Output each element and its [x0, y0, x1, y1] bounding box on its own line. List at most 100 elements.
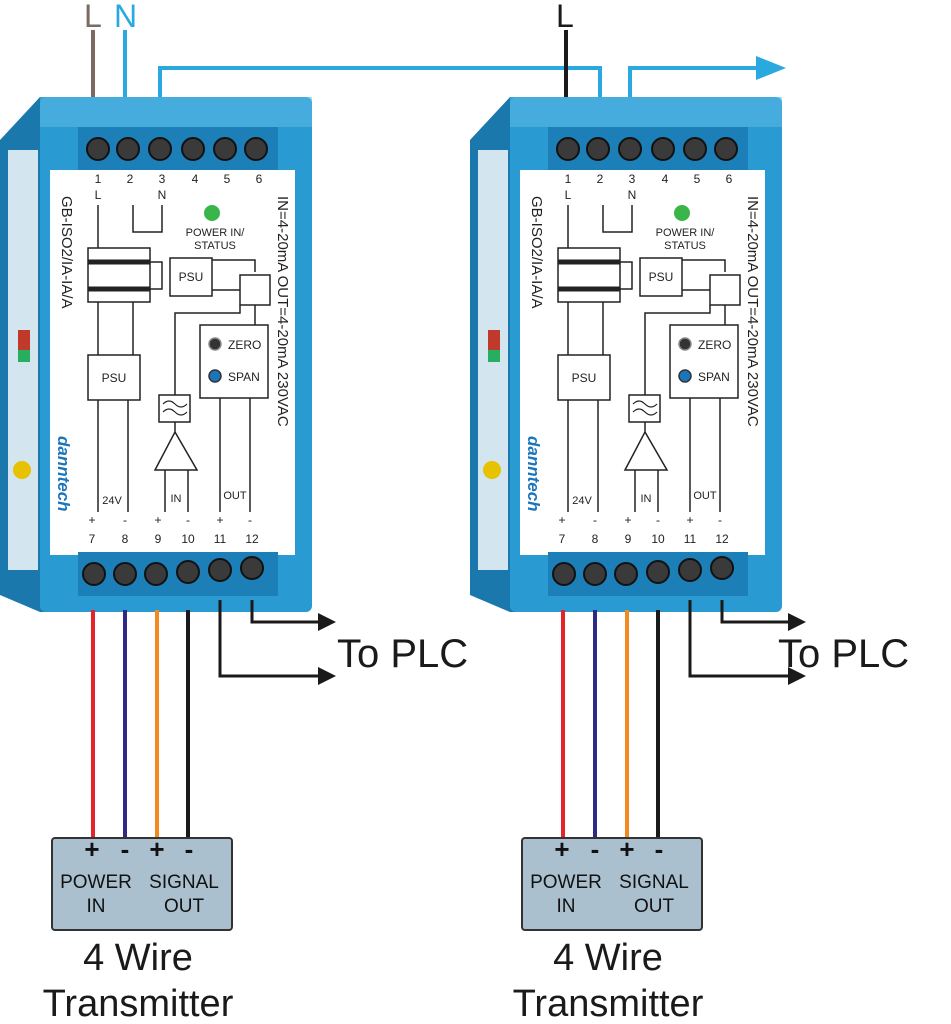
- terminal-mark: -: [123, 513, 127, 527]
- left-live-label: L: [84, 0, 102, 34]
- terminal-screw[interactable]: [556, 137, 580, 161]
- terminal-mark: -: [656, 513, 660, 527]
- terminal-mark: -: [593, 513, 597, 527]
- plc-output-arrowhead-upper: [788, 613, 806, 631]
- transmitter-power-label-2: IN: [87, 896, 106, 917]
- supply-24v-label: 24V: [572, 495, 592, 507]
- terminal-screw[interactable]: [148, 137, 172, 161]
- led-label-line2: STATUS: [664, 240, 706, 252]
- terminal-screw[interactable]: [86, 137, 110, 161]
- span-label: SPAN: [698, 370, 730, 384]
- terminal-mark: L: [95, 188, 102, 202]
- transmitter-power-label-2: IN: [557, 896, 576, 917]
- plc-output-arrowhead-lower: [318, 667, 336, 685]
- terminal-screw[interactable]: [113, 562, 137, 586]
- terminal-screw[interactable]: [710, 556, 734, 580]
- psu-upper-label: PSU: [179, 270, 204, 284]
- side-label-stripe-red: [488, 330, 500, 350]
- terminal-screw[interactable]: [552, 562, 576, 586]
- circuit-schematic: [557, 205, 741, 512]
- terminal-screw[interactable]: [244, 137, 268, 161]
- top-terminal-numbers: 1 2 3 4 5 6 L N: [565, 172, 733, 202]
- plc-output-wire-upper: [250, 600, 325, 624]
- neutral-bridge-wire: [158, 66, 602, 102]
- zero-trim-pot[interactable]: [678, 337, 692, 351]
- bottom-screws: [552, 556, 734, 586]
- psu-upper-label: PSU: [649, 270, 674, 284]
- transmitter-box: [521, 837, 703, 931]
- terminal-screw[interactable]: [586, 137, 610, 161]
- terminal-mark: -: [248, 513, 252, 527]
- led-label-line2: STATUS: [194, 240, 236, 252]
- transmitter-caption-1: 4 Wire: [83, 937, 193, 979]
- terminal-number: 11: [684, 532, 697, 546]
- terminal-screw[interactable]: [683, 137, 707, 161]
- terminal-number: 9: [625, 532, 632, 546]
- housing-top-strip: [40, 97, 312, 127]
- terminal-number: 8: [122, 532, 129, 546]
- terminal-number: 3: [159, 172, 166, 186]
- top-screws: [556, 137, 738, 161]
- terminal-number: 5: [694, 172, 701, 186]
- transmitter-sign: +: [84, 834, 99, 864]
- terminal-screw[interactable]: [208, 558, 232, 582]
- terminal-number: 12: [245, 532, 259, 546]
- label-face: [520, 170, 765, 555]
- in-label: IN: [171, 493, 182, 505]
- terminal-number: 1: [95, 172, 102, 186]
- terminal-mark: -: [718, 513, 722, 527]
- terminal-screw[interactable]: [116, 137, 140, 161]
- terminal-screw[interactable]: [181, 137, 205, 161]
- terminal-number: 7: [89, 532, 96, 546]
- terminal-screw[interactable]: [583, 562, 607, 586]
- terminal-mark: -: [186, 513, 190, 527]
- terminal-screw[interactable]: [82, 562, 106, 586]
- psu-lower-label: PSU: [572, 371, 597, 385]
- terminal-number: 4: [662, 172, 669, 186]
- terminal-screw[interactable]: [646, 560, 670, 584]
- terminal-number: 3: [629, 172, 636, 186]
- left-neutral-label: N: [114, 0, 137, 34]
- terminal-number: 2: [597, 172, 604, 186]
- transmitter-sign: +: [619, 834, 634, 864]
- to-plc-label: To PLC: [337, 632, 468, 676]
- to-plc-label: To PLC: [778, 632, 909, 676]
- terminal-screw[interactable]: [176, 560, 200, 584]
- terminal-number: 10: [651, 532, 665, 546]
- span-label: SPAN: [228, 370, 260, 384]
- zero-label: ZERO: [698, 338, 731, 352]
- terminal-screw[interactable]: [714, 137, 738, 161]
- terminal-screw[interactable]: [618, 137, 642, 161]
- terminal-mark: +: [558, 513, 565, 527]
- plc-output-arrowhead-upper: [318, 613, 336, 631]
- terminal-screw[interactable]: [240, 556, 264, 580]
- terminal-mark: +: [88, 513, 95, 527]
- terminal-number: 11: [214, 532, 227, 546]
- circuit-schematic: [87, 205, 271, 512]
- top-screws: [86, 137, 268, 161]
- span-trim-pot[interactable]: [208, 369, 222, 383]
- zero-trim-pot[interactable]: [208, 337, 222, 351]
- terminal-screw[interactable]: [144, 562, 168, 586]
- supply-24v-label: 24V: [102, 495, 122, 507]
- terminal-screw[interactable]: [651, 137, 675, 161]
- plc-output-wire-lower: [218, 600, 325, 678]
- terminal-number: 9: [155, 532, 162, 546]
- terminal-mark: +: [686, 513, 693, 527]
- out-label: OUT: [693, 490, 717, 502]
- terminal-mark: +: [154, 513, 161, 527]
- terminal-screw[interactable]: [614, 562, 638, 586]
- terminal-mark: N: [158, 188, 167, 202]
- span-trim-pot[interactable]: [678, 369, 692, 383]
- spec-text: IN=4-20mA OUT=4-20mA 230VAC: [744, 196, 761, 427]
- terminal-number: 1: [565, 172, 572, 186]
- spec-text: IN=4-20mA OUT=4-20mA 230VAC: [274, 196, 291, 427]
- side-label-stripe-green: [488, 350, 500, 362]
- terminal-number: 8: [592, 532, 599, 546]
- bottom-screws: [82, 556, 264, 586]
- terminal-mark: N: [628, 188, 637, 202]
- transmitter-sign: -: [185, 834, 194, 864]
- terminal-screw[interactable]: [678, 558, 702, 582]
- terminal-screw[interactable]: [213, 137, 237, 161]
